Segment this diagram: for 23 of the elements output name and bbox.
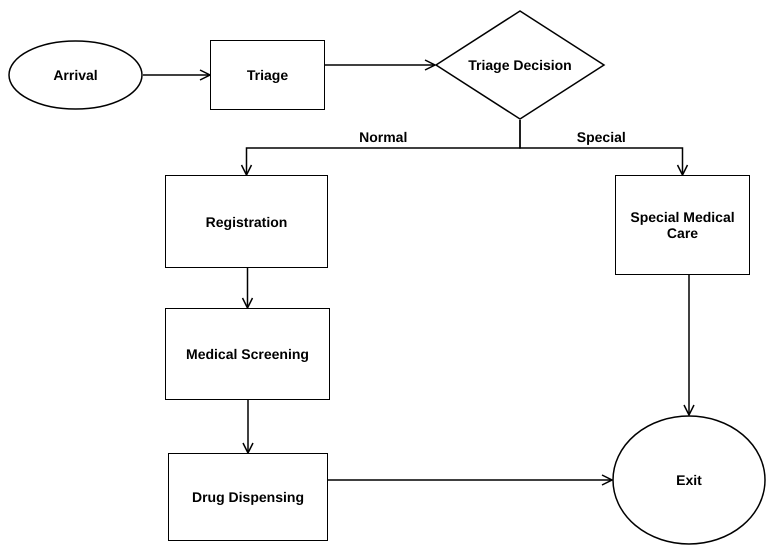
decision-diamond (435, 10, 605, 120)
process-box (168, 453, 328, 541)
arrow (328, 474, 613, 486)
arrow (242, 400, 254, 454)
node-label: Triage (246, 67, 290, 83)
process-box (615, 175, 750, 275)
arrow (519, 120, 688, 176)
node-label: Medical Screening (185, 346, 310, 362)
process-box (165, 175, 328, 268)
node-label: Special Medical Care (629, 209, 736, 241)
node-label: Triage Decision (467, 57, 573, 73)
node-label: Registration (204, 214, 288, 230)
process-box (165, 308, 330, 400)
node-label: Arrival (52, 67, 99, 83)
process-box (210, 40, 325, 110)
arrow (325, 59, 436, 71)
arrow (143, 69, 211, 81)
arrow (683, 275, 695, 416)
node-label: Drug Dispensing (190, 489, 305, 505)
arrow (242, 268, 254, 309)
node-label: Exit (675, 472, 703, 488)
terminal-ellipse (8, 40, 143, 110)
terminal-ellipse (612, 415, 766, 545)
